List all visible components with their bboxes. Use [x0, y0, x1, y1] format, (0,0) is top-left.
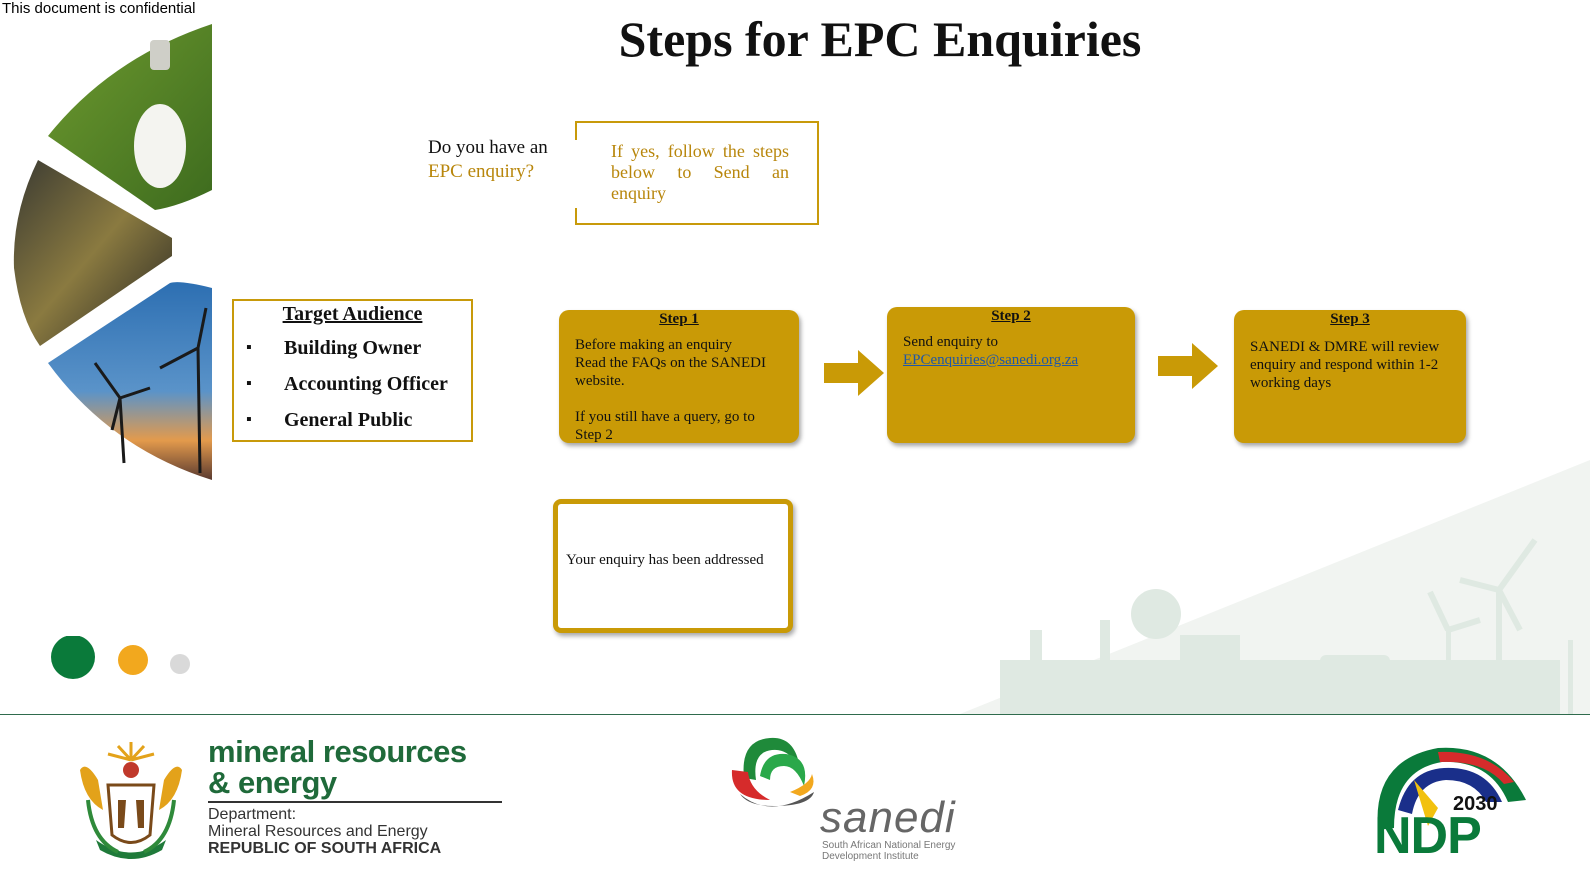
sanedi-subtitle-line-2: Development Institute [822, 851, 919, 862]
step-1-label: Step 1 [659, 311, 699, 327]
confidential-note: This document is confidential [2, 0, 196, 17]
question-line-2: EPC enquiry? [428, 161, 535, 182]
audience-item-label: General Public [284, 409, 413, 431]
ndp-year: 2030 [1453, 793, 1498, 815]
arrow-right-icon [1158, 343, 1218, 389]
decorative-background-scenery [960, 460, 1590, 714]
footer-divider [0, 714, 1590, 715]
step-2-box: Step 2 Send enquiry to EPCenquiries@sane… [887, 307, 1135, 443]
coat-of-arms-icon [80, 742, 182, 859]
mre-rule [208, 801, 502, 803]
list-item: ▪ Accounting Officer [234, 366, 471, 402]
mre-dept-label: Department: [208, 806, 297, 823]
mre-line-1: mineral resources [208, 734, 467, 769]
list-item: ▪ General Public [234, 402, 471, 438]
audience-item-label: Building Owner [284, 337, 422, 359]
arrow-right-icon [824, 350, 884, 396]
if-yes-border-gap [572, 140, 578, 208]
page-title: Steps for EPC Enquiries [618, 11, 1142, 67]
enquiry-addressed-box: Your enquiry has been addressed [553, 499, 793, 633]
step-1-line-1: Before making an enquiry [575, 337, 733, 353]
audience-item-label: Accounting Officer [284, 373, 448, 395]
sanedi-logo-icon [731, 737, 814, 807]
mre-dept-name: Mineral Resources and Energy [208, 823, 428, 840]
mre-country: REPUBLIC OF SOUTH AFRICA [208, 840, 442, 857]
enquiry-question: Do you have an EPC enquiry? [428, 136, 548, 184]
step-1-line-2: Read the FAQs on the SANEDI website. [575, 355, 766, 389]
enquiry-addressed-text: Your enquiry has been addressed [566, 552, 764, 568]
ndp-logo-icon [1377, 747, 1526, 830]
step-2-email-link[interactable]: EPCenquiries@sanedi.org.za [903, 352, 1079, 368]
step-2-text: Send enquiry to [903, 334, 998, 350]
sanedi-wordmark: sanedi [820, 793, 956, 842]
decorative-dots [51, 636, 190, 679]
step-1-box: Step 1 Before making an enquiry Read the… [559, 310, 799, 443]
ndp-wordmark: NDP [1374, 807, 1482, 865]
sanedi-subtitle: South African National Energy Developmen… [822, 840, 955, 862]
mre-line-2: & energy [208, 765, 337, 800]
bullet-icon: ▪ [246, 411, 252, 428]
mre-logo-text: mineral resources & energy Department: M… [208, 736, 502, 857]
target-audience-list: ▪ Building Owner ▪ Accounting Officer ▪ Gen… [234, 330, 471, 438]
step-2-label: Step 2 [991, 308, 1031, 324]
bullet-icon: ▪ [246, 375, 252, 392]
target-audience-box: Target Audience ▪ Building Owner ▪ Account… [232, 299, 473, 442]
question-line-1: Do you have an [428, 137, 548, 158]
step-1-line-3: If you still have a query, go to Step 2 [575, 409, 755, 443]
step-3-label: Step 3 [1330, 311, 1370, 327]
if-yes-text: If yes, follow the steps below to Send a… [611, 141, 789, 203]
step-3-box: Step 3 SANEDI & DMRE will review enquiry… [1234, 310, 1466, 443]
decorative-image-wedges [13, 24, 212, 480]
list-item: ▪ Building Owner [234, 330, 471, 366]
if-yes-box: If yes, follow the steps below to Send a… [575, 121, 819, 225]
target-audience-heading: Target Audience [282, 303, 423, 325]
step-3-text: SANEDI & DMRE will review enquiry and re… [1250, 339, 1440, 391]
sanedi-subtitle-line-1: South African National Energy [822, 840, 956, 851]
bullet-icon: ▪ [246, 339, 252, 356]
